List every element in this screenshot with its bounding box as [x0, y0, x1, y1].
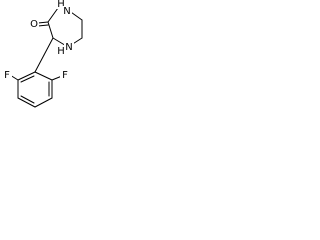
bond-ch2-aryl	[34, 54, 45, 73]
label-bg-f-left	[2, 70, 12, 80]
bond-ar1-ar2	[17, 71, 36, 81]
bond-c2-o-a	[37, 21, 49, 24]
atom-label-o: O	[30, 19, 38, 30]
bond-ar4-ar5	[34, 97, 53, 108]
label-bg-nh-right	[56, 46, 66, 56]
bond-ar6-ar1	[34, 71, 53, 81]
label-bg-f-right	[60, 70, 70, 80]
atom-label-nh-top-h: H	[57, 0, 65, 10]
label-bg-o	[29, 19, 39, 29]
bond-ar1-ar2-inner	[20, 75, 35, 83]
bond-ar3-ar4	[17, 97, 36, 108]
label-bg-nh-top	[56, 0, 66, 9]
atom-label-nh-right-h: H	[57, 46, 65, 57]
label-bg-n-right	[64, 42, 74, 52]
bond-c2-c3	[47, 21, 54, 39]
atom-label-n-top: N	[63, 6, 70, 17]
bond-c2-o-b	[37, 24, 49, 27]
bond-ar3-ar4-inner	[20, 95, 35, 104]
atom-label-n-right: N	[65, 42, 72, 53]
label-bg-n-top	[62, 6, 72, 16]
piperazinone-ring	[37, 7, 83, 48]
bond-n1-c2	[47, 7, 59, 23]
atom-label-f-right: F	[62, 70, 68, 81]
bond-c3-ch2	[43, 37, 54, 56]
molecule-diagram: H N O H N F F	[2, 0, 83, 108]
atom-labels: H N O H N F F	[2, 0, 74, 81]
benzyl-linker	[34, 37, 54, 73]
atom-label-f-left: F	[4, 70, 10, 81]
difluorophenyl-ring	[9, 71, 63, 108]
